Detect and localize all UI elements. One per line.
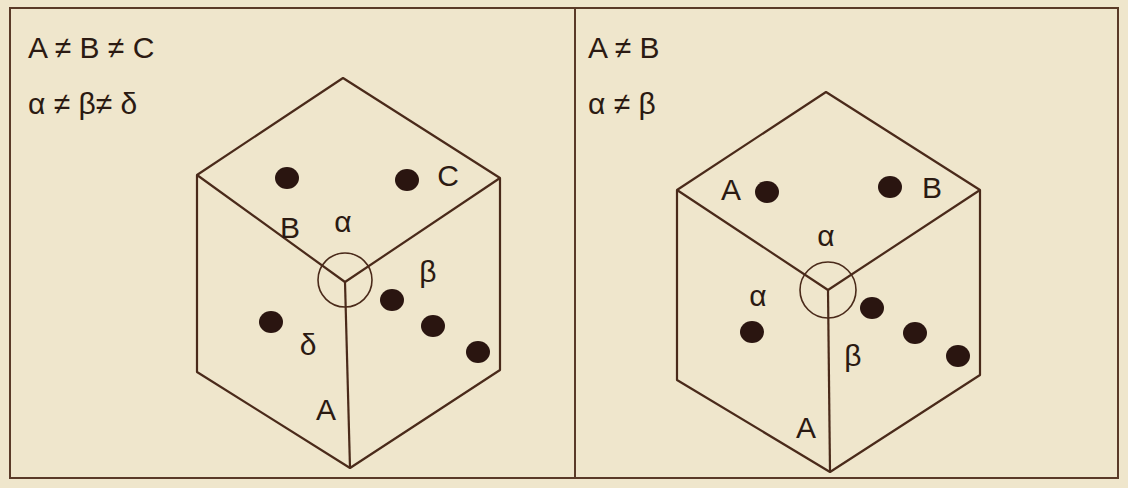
- right-dots: [740, 176, 970, 367]
- angle-label: δ: [300, 330, 317, 360]
- edge-label: A: [316, 395, 336, 425]
- inequality-note: α ≠ β: [588, 89, 656, 119]
- inequality-note: A ≠ B: [588, 33, 660, 63]
- left-dots: [259, 167, 490, 363]
- face-label: B: [280, 213, 300, 243]
- divider: [574, 8, 576, 478]
- face-label: B: [922, 173, 942, 203]
- angle-label: α: [334, 207, 351, 237]
- right-cube: [677, 92, 980, 472]
- inequality-note: α ≠ β≠ δ: [28, 89, 137, 119]
- left-cube: [197, 78, 500, 468]
- face-label: A: [721, 175, 741, 205]
- face-label: C: [437, 161, 459, 191]
- angle-label: β: [419, 257, 436, 287]
- angle-label: α: [817, 221, 834, 251]
- edge-label: A: [796, 413, 816, 443]
- frame: [10, 8, 1118, 478]
- angle-label: β: [844, 341, 861, 371]
- inequality-note: A ≠ B ≠ C: [28, 33, 154, 63]
- angle-label: α: [749, 281, 766, 311]
